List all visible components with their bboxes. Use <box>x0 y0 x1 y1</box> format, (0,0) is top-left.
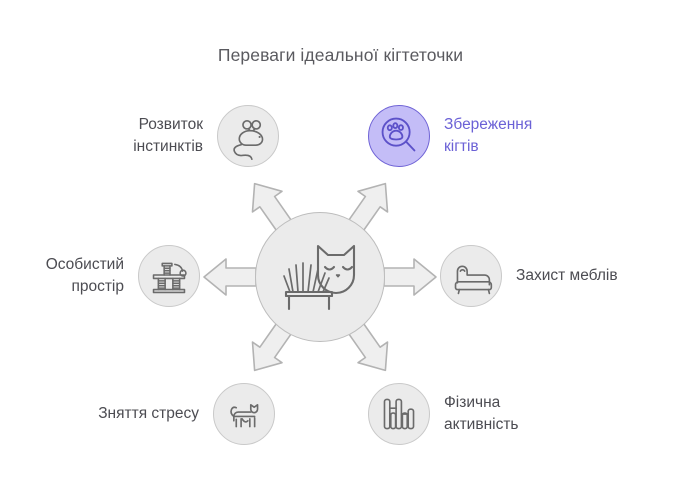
node-stress-label: Зняття стресу <box>98 405 199 422</box>
node-instincts[interactable]: Розвиток інстинктів <box>34 105 279 167</box>
node-furniture[interactable]: Захист меблів <box>440 245 681 307</box>
node-claws[interactable]: Збереження кігтів <box>368 105 638 167</box>
page-title: Переваги ідеальної кігтеточки <box>217 45 464 65</box>
node-stress[interactable]: Зняття стресу <box>30 383 275 445</box>
node-activity[interactable]: Фізична активність <box>368 383 618 445</box>
node-claws-label: Збереження кігтів <box>444 116 533 155</box>
center-hub[interactable] <box>255 212 385 342</box>
node-furniture-circle[interactable] <box>440 245 502 307</box>
cat-walking-icon <box>230 403 259 428</box>
node-space[interactable]: Особистий простір <box>0 245 200 307</box>
node-instincts-circle[interactable] <box>217 105 279 167</box>
node-stress-circle[interactable] <box>213 383 275 445</box>
node-activity-circle[interactable] <box>368 383 430 445</box>
node-claws-circle[interactable] <box>368 105 430 167</box>
sofa-icon <box>454 265 493 295</box>
cat-face-and-scratching-mat-icon <box>283 244 356 311</box>
cat-tree-icon <box>152 262 187 294</box>
arrow-left <box>203 258 257 296</box>
arrow-right <box>383 258 437 296</box>
agility-bars-icon <box>383 398 415 430</box>
node-space-label: Особистий простір <box>45 256 124 295</box>
node-activity-label: Фізична активність <box>444 394 519 433</box>
node-space-circle[interactable] <box>138 245 200 307</box>
mouse-toy-icon <box>233 119 264 161</box>
node-furniture-label: Захист меблів <box>516 267 618 284</box>
paw-magnifier-icon <box>381 117 416 152</box>
node-instincts-label: Розвиток інстинктів <box>133 116 203 155</box>
